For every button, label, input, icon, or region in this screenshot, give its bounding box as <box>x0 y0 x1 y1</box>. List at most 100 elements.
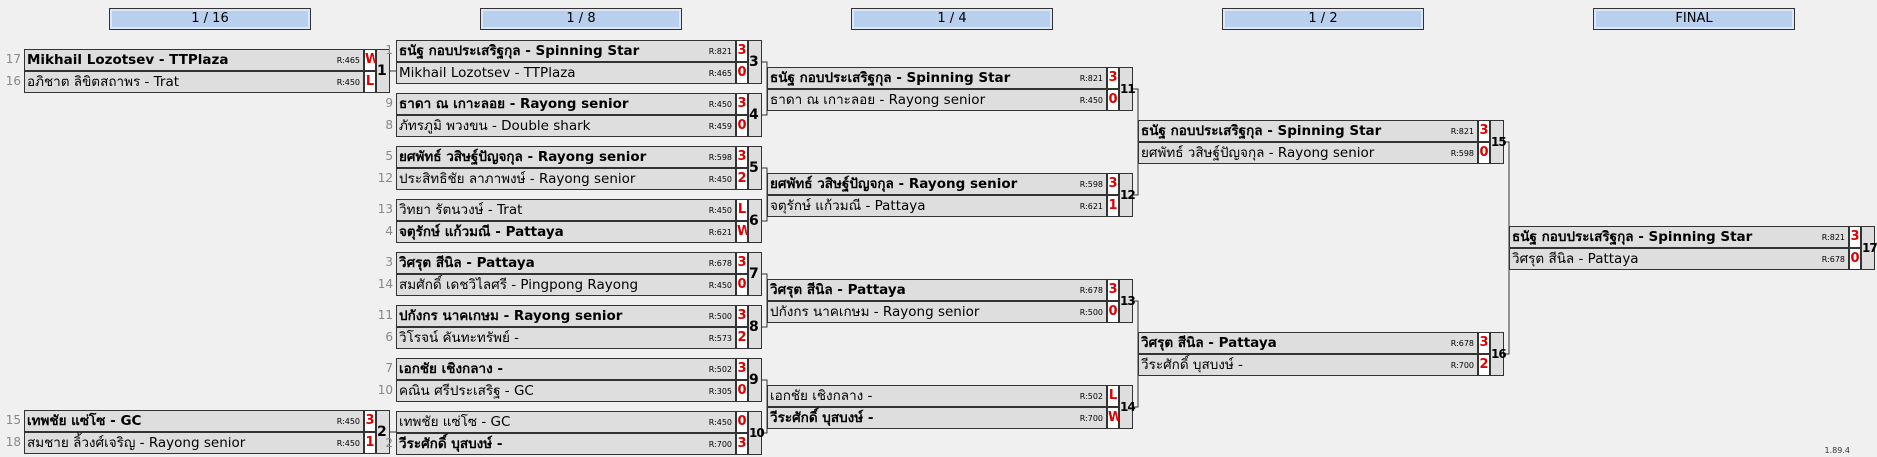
player-rating: R:678 <box>1079 286 1103 295</box>
player-rating: R:598 <box>1079 180 1103 189</box>
player-name: ธนัฐ กอบประเสริฐกุล - Spinning Star <box>1512 229 1753 245</box>
player-name: ธนัฐ กอบประเสริฐกุล - Spinning Star <box>770 70 1011 86</box>
version-label: 1.89.4 <box>1824 446 1850 455</box>
player-row[interactable]: จตุรักษ์ แก้วมณี - Pattaya R:621 <box>767 195 1107 217</box>
match-number: 1 <box>376 49 390 93</box>
player-score: 0 <box>736 411 748 433</box>
player-score: L <box>1107 385 1119 407</box>
match-number: 4 <box>748 93 762 137</box>
player-name: วิศรุต สีนิล - Pattaya <box>770 282 906 298</box>
player-name: คณิน ศรีประเสริฐ - GC <box>399 383 534 399</box>
match-number: 15 <box>1490 120 1507 164</box>
match-11[interactable]: ธนัฐ กอบประเสริฐกุล - Spinning Star R:821… <box>767 67 1136 111</box>
player-row[interactable]: เอกชัย เชิงกลาง -R:502 <box>767 385 1107 407</box>
player-row[interactable]: วีระศักดิ์ บุสบงษ์ -R:700 <box>767 407 1107 429</box>
player-name: จตุรักษ์ แก้วมณี - Pattaya <box>399 224 564 240</box>
player-rating: R:305 <box>708 387 732 396</box>
player-name: วิโรจน์ คันทะทรัพย์ - <box>399 330 520 346</box>
player-rating: R:450 <box>708 418 732 427</box>
player-row[interactable]: วิโรจน์ คันทะทรัพย์ -R:573 <box>396 327 736 349</box>
player-seed: 10 <box>377 383 393 397</box>
player-name: วิศรุต สีนิล - Pattaya <box>1512 251 1639 267</box>
match-number: 8 <box>748 305 762 349</box>
player-seed: 15 <box>5 413 21 427</box>
player-row[interactable]: วีระศักดิ์ บุสบงษ์ -R:700 <box>396 433 736 455</box>
player-name: เอกชัย เชิงกลาง - <box>770 388 873 404</box>
player-seed: 3 <box>385 255 393 269</box>
player-score: 3 <box>1107 173 1119 195</box>
player-rating: R:621 <box>1079 202 1103 211</box>
player-rating: R:450 <box>1079 96 1103 105</box>
player-rating: R:821 <box>1450 127 1474 136</box>
player-score: 2 <box>1478 354 1490 376</box>
match-number: 7 <box>748 252 762 296</box>
player-rating: R:621 <box>708 228 732 237</box>
player-rating: R:450 <box>336 439 360 448</box>
player-seed: 2 <box>385 436 393 450</box>
player-name: ธาดา ณ เกาะลอย - Rayong senior <box>399 96 629 112</box>
match-number: 17 <box>1861 226 1877 270</box>
player-row[interactable]: คณิน ศรีประเสริฐ - GC R:305 <box>396 380 736 402</box>
player-score: W <box>364 49 379 71</box>
player-row[interactable]: เอกชัย เชิงกลาง -R:502 <box>396 358 736 380</box>
player-row[interactable]: วิศรุต สีนิล - Pattaya R:678 <box>767 279 1107 301</box>
player-name: สมศักดิ์ เดชวิไลศรี - Pingpong Rayong <box>399 277 639 293</box>
round-header-r16: 1 / 16 <box>109 8 311 30</box>
player-seed: 8 <box>385 118 393 132</box>
player-seed: 12 <box>377 171 393 185</box>
player-score: 1 <box>1107 195 1119 217</box>
player-rating: R:821 <box>1079 74 1103 83</box>
player-row[interactable]: จตุรักษ์ แก้วมณี - Pattaya R:621 <box>396 221 736 243</box>
match-number: 3 <box>748 40 762 84</box>
match-number: 11 <box>1119 67 1136 111</box>
player-seed: 14 <box>377 277 393 291</box>
player-score: 3 <box>1849 226 1861 248</box>
player-name: จตุรักษ์ แก้วมณี - Pattaya <box>770 198 926 214</box>
player-name: วิทยา รัตนวงษ์ - Trat <box>399 202 523 218</box>
player-score: 3 <box>736 93 748 115</box>
player-name: วิศรุต สีนิล - Pattaya <box>1141 335 1277 351</box>
player-row[interactable]: วีระศักดิ์ บุสบงษ์ -R:700 <box>1138 354 1478 376</box>
player-score: 2 <box>736 168 748 190</box>
player-row[interactable]: ธนัฐ กอบประเสริฐกุล - Spinning Star R:821 <box>767 67 1107 89</box>
